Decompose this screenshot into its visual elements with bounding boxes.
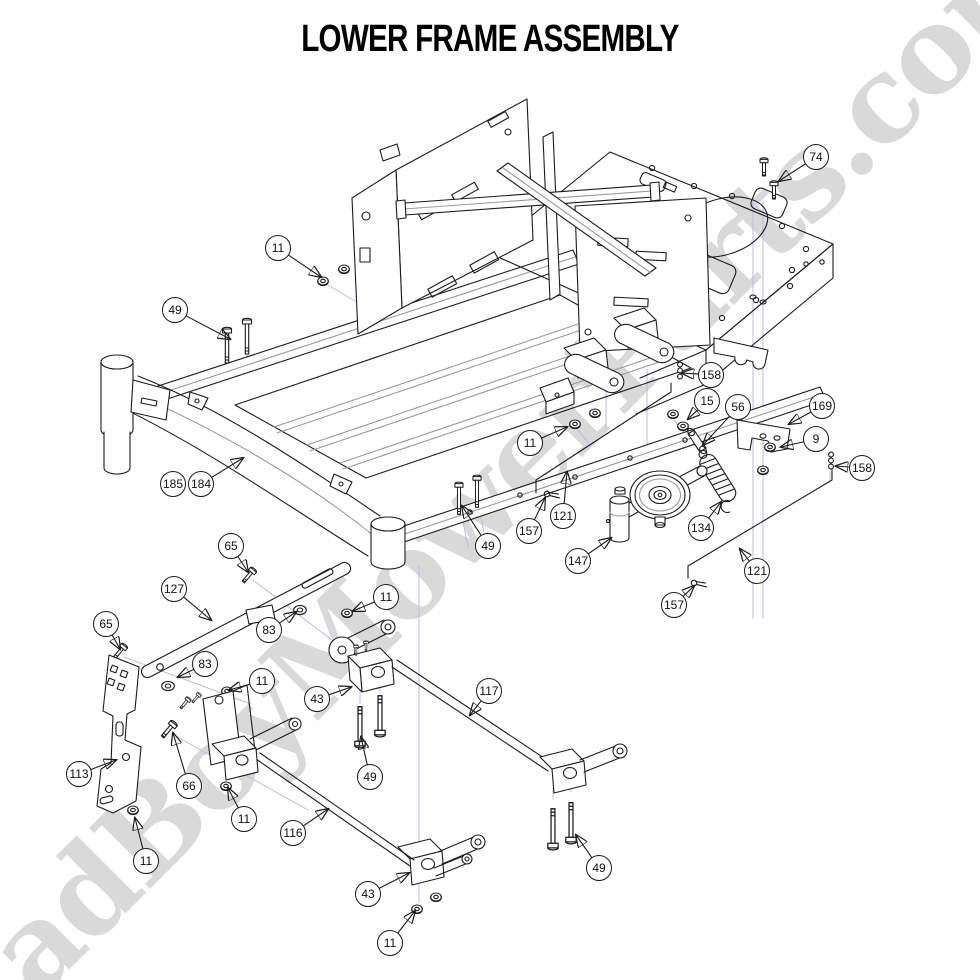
callout-balloon-11: 11 bbox=[249, 668, 275, 694]
leader-arrow-43 bbox=[379, 873, 409, 889]
callout-balloon-66: 66 bbox=[176, 773, 202, 799]
leader-arrow-157 bbox=[683, 586, 694, 596]
leader-arrow-157 bbox=[534, 498, 545, 520]
callout-balloon-121: 121 bbox=[744, 558, 770, 584]
lift-arms bbox=[539, 307, 675, 415]
callout-balloon-15: 15 bbox=[694, 388, 720, 414]
callout-balloon-134: 134 bbox=[688, 515, 714, 541]
leader-arrow-169 bbox=[789, 411, 812, 424]
callout-balloon-157: 157 bbox=[661, 592, 687, 618]
callout-balloon-158: 158 bbox=[849, 455, 875, 481]
page-title: LOWER FRAME ASSEMBLY bbox=[0, 18, 980, 61]
callout-balloon-117: 117 bbox=[476, 678, 502, 704]
leader-arrow-11 bbox=[353, 602, 375, 611]
callout-balloon-49: 49 bbox=[586, 855, 612, 881]
callout-balloon-147: 147 bbox=[565, 548, 591, 574]
spacer-147 bbox=[605, 486, 630, 543]
callout-balloon-127: 127 bbox=[161, 576, 187, 602]
leader-arrow-11 bbox=[228, 788, 239, 808]
leader-arrow-9 bbox=[781, 442, 804, 447]
leader-arrow-121 bbox=[564, 472, 567, 504]
leader-arrow-49 bbox=[185, 315, 230, 339]
leader-arrow-113 bbox=[90, 760, 116, 770]
leader-arrow-15 bbox=[688, 410, 698, 419]
callout-balloon-9: 9 bbox=[803, 426, 829, 452]
callout-balloon-43: 43 bbox=[304, 686, 330, 712]
leader-arrow-127 bbox=[183, 596, 211, 620]
leader-arrow-65 bbox=[238, 556, 248, 572]
leader-arrow-147 bbox=[588, 538, 611, 555]
callout-balloon-65: 65 bbox=[93, 611, 119, 637]
leader-arrow-65 bbox=[112, 634, 120, 649]
leader-arrow-43 bbox=[328, 687, 351, 695]
leader-arrow-11 bbox=[229, 684, 251, 690]
leader-arrows bbox=[90, 163, 850, 934]
leader-arrow-49 bbox=[576, 835, 593, 858]
callout-balloon-157: 157 bbox=[516, 518, 542, 544]
leader-arrow-83 bbox=[279, 612, 296, 624]
lower-linkage bbox=[96, 561, 628, 915]
leader-arrow-49 bbox=[462, 506, 482, 536]
leader-arrow-11 bbox=[135, 818, 144, 849]
callout-balloon-184: 184 bbox=[188, 471, 214, 497]
idler-spring-cluster bbox=[535, 361, 834, 592]
leader-arrow-11 bbox=[541, 427, 567, 439]
callout-balloon-185: 185 bbox=[160, 471, 186, 497]
callout-balloon-116: 116 bbox=[280, 820, 306, 846]
callout-balloon-11: 11 bbox=[265, 235, 291, 261]
rear-deck-assembly bbox=[351, 98, 834, 415]
callout-balloon-11: 11 bbox=[373, 584, 399, 610]
callout-balloon-11: 11 bbox=[133, 848, 159, 874]
leader-arrow-11 bbox=[397, 911, 415, 934]
leader-arrow-121 bbox=[740, 549, 749, 561]
leader-arrow-184 bbox=[211, 458, 243, 478]
leader-arrow-49 bbox=[361, 737, 367, 765]
leader-arrow-158 bbox=[836, 466, 850, 467]
callout-balloon-49: 49 bbox=[357, 764, 383, 790]
callout-balloon-49: 49 bbox=[162, 297, 188, 323]
callout-balloon-83: 83 bbox=[256, 617, 282, 643]
leader-arrow-66 bbox=[173, 733, 186, 775]
leader-arrow-83 bbox=[178, 670, 194, 677]
callout-balloon-11: 11 bbox=[517, 430, 543, 456]
callout-balloon-65: 65 bbox=[218, 533, 244, 559]
callout-balloon-49: 49 bbox=[475, 533, 501, 559]
frame-weldment bbox=[100, 249, 827, 570]
callout-balloon-43: 43 bbox=[355, 881, 381, 907]
page-title-text: LOWER FRAME ASSEMBLY bbox=[301, 18, 679, 60]
callout-balloon-158: 158 bbox=[698, 362, 724, 388]
callout-balloon-74: 74 bbox=[803, 144, 829, 170]
leader-arrow-56 bbox=[703, 416, 730, 445]
leader-arrow-116 bbox=[303, 809, 328, 827]
callout-balloon-169: 169 bbox=[809, 393, 835, 419]
callout-balloon-56: 56 bbox=[725, 394, 751, 420]
callout-balloon-11: 11 bbox=[231, 806, 257, 832]
callout-balloon-113: 113 bbox=[66, 761, 92, 787]
leader-arrow-134 bbox=[708, 502, 721, 519]
callout-balloon-83: 83 bbox=[192, 651, 218, 677]
leader-arrow-74 bbox=[779, 163, 806, 181]
leader-arrow-158 bbox=[682, 373, 699, 374]
callout-balloon-121: 121 bbox=[550, 503, 576, 529]
leader-arrow-117 bbox=[470, 700, 481, 715]
leader-arrow-11 bbox=[288, 254, 321, 277]
callout-balloon-11: 11 bbox=[377, 930, 403, 956]
